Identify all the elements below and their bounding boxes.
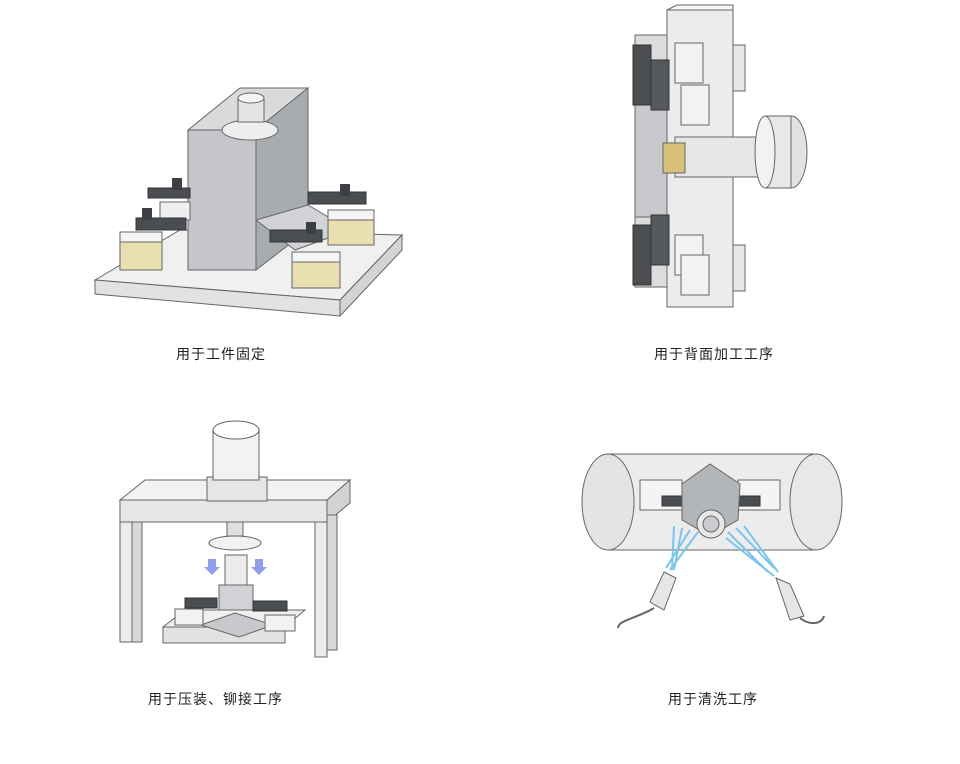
clamp-right-front (269, 222, 341, 289)
press-riveting-illustration (118, 420, 352, 658)
press-arrow-right (251, 559, 267, 575)
clamp-left-front (119, 208, 187, 271)
panel-back-machining (615, 4, 820, 310)
caption-workpiece-fixing: 用于工件固定 (176, 347, 266, 363)
press-arrow-left (204, 559, 220, 575)
clamp-left-back (147, 178, 191, 221)
caption-back-machining: 用于背面加工工序 (654, 347, 774, 363)
spray-jets (665, 525, 779, 577)
nozzle-right (775, 577, 825, 624)
panel-cleaning (578, 440, 843, 630)
cleaning-illustration (581, 453, 843, 629)
nozzle-left (617, 571, 677, 629)
workpiece-fixing-illustration (93, 86, 404, 318)
caption-press-riveting: 用于压装、铆接工序 (148, 692, 283, 708)
back-machining-illustration (632, 4, 808, 308)
clamp-right-back (307, 184, 375, 246)
panel-workpiece-fixing (90, 80, 410, 320)
caption-cleaning: 用于清洗工序 (668, 692, 758, 708)
panel-press-riveting (115, 415, 355, 665)
